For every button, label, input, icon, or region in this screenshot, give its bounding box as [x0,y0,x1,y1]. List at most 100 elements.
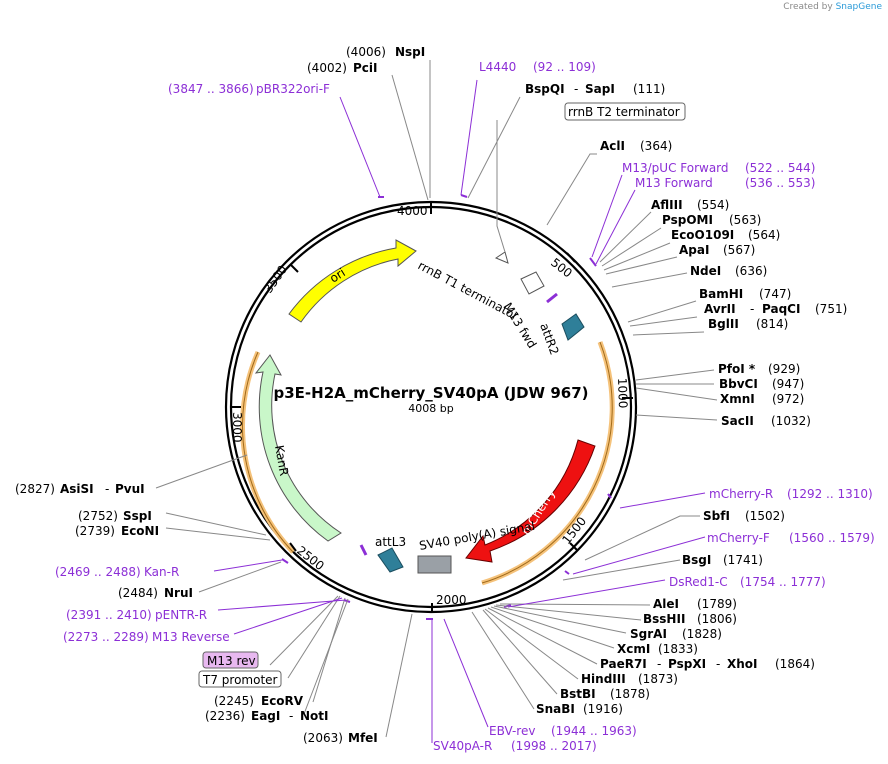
mcherryr-range: (1292 .. 1310) [787,487,873,501]
avrii-sep: - [750,302,754,316]
kanr-name: Kan-R [144,565,179,579]
pfoi-pos: (929) [768,362,800,376]
apai-name: ApaI [679,243,709,257]
orf-arc-mcherry-edge [481,341,613,584]
pentr-name: pENTR-R [155,608,207,622]
ruler-3500: 3500 [261,263,290,296]
mcherryf-range: (1560 .. 1579) [789,531,875,545]
ori-arrow [288,239,417,323]
hindiii-name: HindIII [581,672,626,686]
asisi-pos: (2827) [15,482,55,496]
xmni-name: XmnI [720,392,755,406]
nrui-name: NruI [164,586,193,600]
paqci-name: PaqCI [762,302,800,316]
pbr322-range: (3847 .. 3866) [168,82,254,96]
bamhi-pos: (747) [759,287,791,301]
ecorv-pos: (2245) [214,694,254,708]
mcherryr-name: mCherry-R [709,487,773,501]
bstbi-pos: (1878) [610,687,650,701]
ruler-2000: 2000 [436,593,467,607]
rrnb-t1-arrow [520,271,545,295]
nrui-pos: (2484) [118,586,158,600]
kanr-range: (2469 .. 2488) [55,565,141,579]
ruler-1000: 1000 [615,378,630,409]
sv40par-range: (1998 .. 2017) [511,739,597,753]
sgrai-pos: (1828) [682,627,722,641]
m13-rev-box [202,651,259,669]
sgrai-name: SgrAI [630,627,667,641]
m13puc-name: M13/pUC Forward [622,161,729,175]
sacii-name: SacII [721,414,754,428]
xhoi-name: XhoI [727,657,758,671]
pvui-name: PvuI [115,482,145,496]
econi-pos: (2739) [75,524,115,538]
bbvci-name: BbvCI [719,377,758,391]
avrii-pos: (751) [815,302,847,316]
sspi-pos: (2752) [78,509,118,523]
ruler-4000: 4000 [397,204,428,218]
mfei-pos: (2063) [303,731,343,745]
ecoo109i-name: EcoO109I [671,228,734,242]
attr2-arrow [561,313,585,341]
apai-pos: (567) [723,243,755,257]
paer7i-sep: - [657,657,661,671]
bspqi-pos: (111) [633,82,665,96]
ruler-500: 500 [548,255,575,280]
dsred-name: DsRed1-C [669,575,728,589]
m13r-name: M13 Reverse [152,630,230,644]
t7-label: T7 promoter [202,673,278,687]
alei-name: AleI [653,597,679,611]
snapgene-watermark: Created by SnapGene [783,2,882,12]
acli-pos: (364) [640,139,672,153]
sbfi-pos: (1502) [745,509,785,523]
m13-fwd-label: M13 fwd [500,300,539,351]
sv40-box [417,555,452,574]
ruler-ticks [231,202,633,612]
bstbi-name: BstBI [560,687,596,701]
pcii-pos: (4002) [307,61,347,75]
plasmid-name: p3E-H2A_mCherry_SV40pA (JDW 967) [274,384,589,402]
m13-rev-mark [359,544,368,556]
l4440-name: L4440 [479,60,516,74]
econi-name: EcoNI [121,524,159,538]
pbr322-name: pBR322ori-F [256,82,330,96]
bsgi-name: BsgI [682,553,711,567]
attl3-arrow [377,547,404,573]
bsgi-pos: (1741) [723,553,763,567]
plasmid-length: 4008 bp [408,402,453,415]
pfoi-name: PfoI * [718,362,756,376]
snabi-name: SnaBI [536,702,575,716]
xmni-pos: (972) [772,392,804,406]
pspxi-name: PspXI [668,657,706,671]
paer7i-name: PaeR7I [600,657,647,671]
ruler-3000: 3000 [230,412,244,443]
dsred-range: (1754 .. 1777) [740,575,826,589]
avrii-name: AvrII [704,302,736,316]
sacii-pos: (1032) [771,414,811,428]
hindiii-pos: (1873) [638,672,678,686]
xcmi-pos: (1833) [658,642,698,656]
eagi-sep: - [289,709,293,723]
rrnb-t2-box [564,102,686,121]
orf-arc-kanr-edge [241,351,294,553]
ecorv-name: EcoRV [261,694,304,708]
acli-name: AclI [600,139,625,153]
alei-pos: (1789) [697,597,737,611]
sv40par-name: SV40pA-R [433,739,492,753]
paer7i-sep2: - [716,657,720,671]
nspi-name: NspI [395,45,425,59]
mfei-name: MfeI [348,731,378,745]
bsshii-pos: (1806) [697,612,737,626]
aflii-name: AflIII [651,198,683,212]
sbfi-name: SbfI [703,509,730,523]
bbvci-pos: (947) [772,377,804,391]
xcmi-name: XcmI [617,642,650,656]
snabi-pos: (1916) [583,702,623,716]
pspomi-pos: (563) [729,213,761,227]
kanr-label: KanR [272,444,291,477]
ndei-name: NdeI [690,264,721,278]
bsshii-name: BssHII [643,612,685,626]
pentr-range: (2391 .. 2410) [66,608,152,622]
sspi-name: SspI [123,509,152,523]
